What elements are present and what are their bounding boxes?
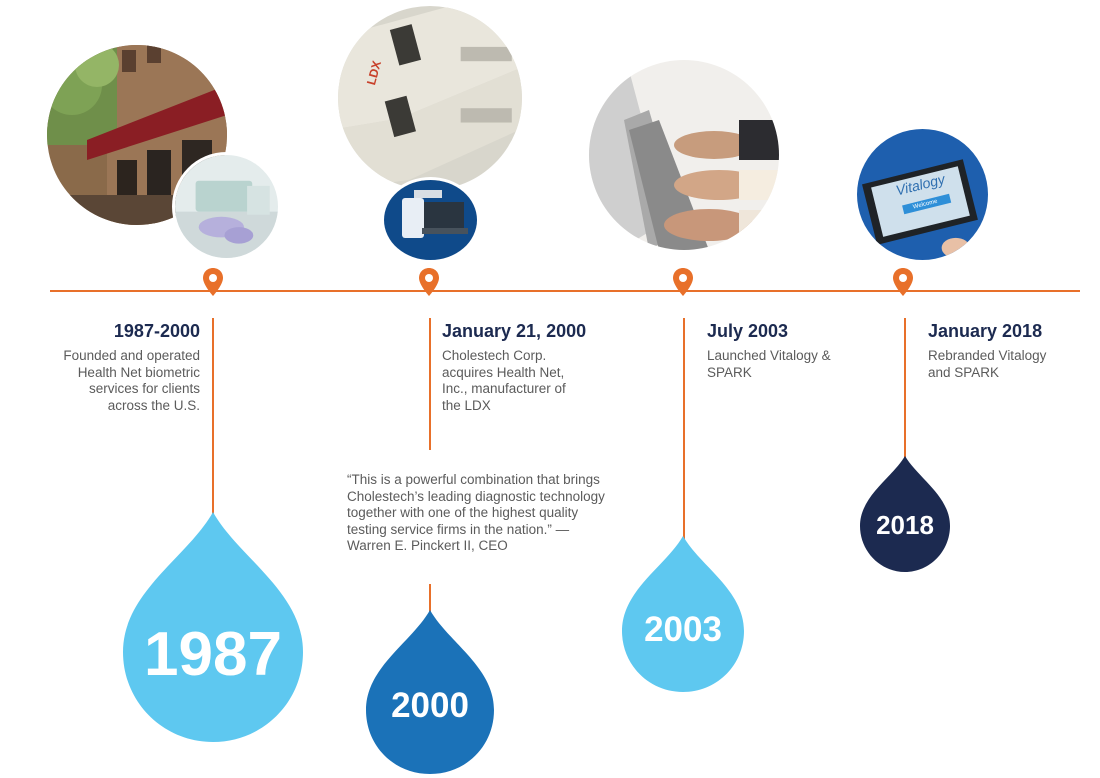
year-label: 2003	[644, 610, 722, 649]
timeline-stem	[429, 584, 431, 616]
photo-ldx-device	[384, 180, 477, 260]
event-1987: 1987-2000 Founded and operated Health Ne…	[20, 320, 200, 414]
map-pin-icon	[419, 268, 439, 296]
year-drop-2003: 2003	[622, 536, 744, 692]
description-line: SPARK	[707, 364, 752, 380]
quote-line: “This is a powerful combination that bri…	[347, 472, 600, 487]
quote-line: Warren E. Pinckert II, CEO	[347, 538, 508, 553]
event-description: Launched Vitalogy & SPARK	[707, 348, 887, 381]
event-title: July 2003	[707, 321, 789, 341]
description-line: Inc., manufacturer of	[442, 381, 566, 396]
description-line: across the U.S.	[107, 397, 200, 413]
timeline-line	[50, 290, 1080, 292]
timeline-stem	[429, 318, 431, 450]
event-title: January 2018	[928, 321, 1043, 341]
photo-lab	[175, 155, 278, 258]
year-label: 2018	[876, 510, 934, 540]
map-pin-icon	[203, 268, 223, 296]
year-drop-1987: 1987	[123, 512, 303, 742]
photo-laptop-typing	[589, 60, 779, 250]
description-line: and SPARK	[928, 364, 1000, 380]
description-line: Health Net biometric	[77, 364, 200, 380]
quote-line: testing service firms in the nation.” —	[347, 521, 570, 537]
description-line: Founded and operated	[63, 348, 200, 363]
event-description: Cholestech Corp. acquires Health Net, In…	[442, 348, 642, 414]
description-line: Rebranded Vitalogy	[928, 348, 1047, 363]
timeline-stem	[683, 318, 685, 543]
description-line: the LDX	[442, 397, 491, 413]
quote-line: Cholestech’s leading diagnostic technolo…	[347, 488, 605, 504]
event-2018: January 2018 Rebranded Vitalogy and SPAR…	[928, 320, 1098, 381]
event-description: Founded and operated Health Net biometri…	[20, 348, 200, 414]
event-title: January 21, 2000	[442, 321, 587, 341]
timeline-stem	[212, 318, 214, 520]
year-drop-2018: 2018	[860, 456, 950, 572]
year-label: 1987	[144, 620, 282, 689]
event-2000: January 21, 2000 Cholestech Corp. acquir…	[442, 320, 642, 414]
event-description: Rebranded Vitalogy and SPARK	[928, 348, 1098, 381]
year-drop-2000: 2000	[366, 610, 494, 774]
map-pin-icon	[673, 268, 693, 296]
photo-vitalogy-tablet: Vitalogy Welcome	[857, 129, 988, 260]
description-line: Launched Vitalogy &	[707, 348, 831, 363]
event-title: 1987-2000	[113, 321, 200, 341]
year-label: 2000	[391, 686, 469, 725]
ceo-quote: “This is a powerful combination that bri…	[347, 472, 637, 555]
description-line: services for clients	[88, 381, 200, 396]
description-line: Cholestech Corp.	[442, 348, 547, 363]
description-line: acquires Health Net,	[442, 364, 565, 380]
event-2003: July 2003 Launched Vitalogy & SPARK	[707, 320, 887, 381]
photo-ldx-machines: LDX	[338, 6, 522, 190]
map-pin-icon	[893, 268, 913, 296]
timeline-stem	[904, 318, 906, 461]
quote-line: together with one of the highest quality	[347, 505, 579, 520]
device-label: LDX	[364, 58, 384, 86]
